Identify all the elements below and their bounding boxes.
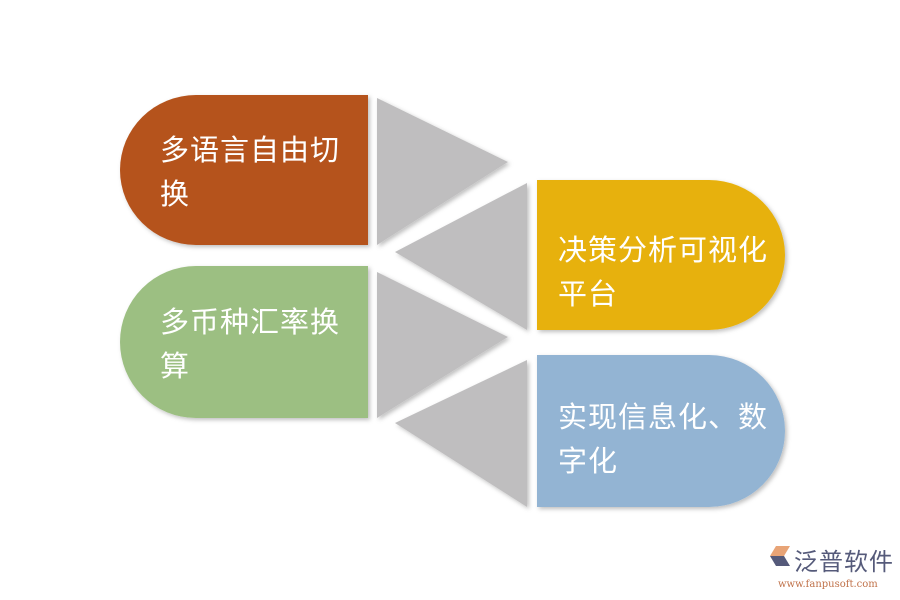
arrow-left-2: [395, 360, 527, 507]
label-multicurrency: 多币种汇率换算: [160, 305, 341, 383]
shape-decision-platform: [537, 180, 785, 330]
logo-icon: [770, 546, 790, 566]
logo-url: www.fanpusoft.com: [778, 579, 878, 590]
arrow-right-1: [377, 98, 508, 245]
logo-name: 泛普软件: [794, 548, 894, 576]
logo: 泛普软件 www.fanpusoft.com: [778, 548, 894, 592]
label-digitalization: 实现信息化、数字化: [558, 400, 769, 478]
shape-multilanguage: [120, 95, 368, 245]
shape-multicurrency: [120, 266, 368, 418]
arrow-right-2: [377, 272, 508, 418]
label-multilanguage: 多语言自由切换: [160, 133, 341, 211]
label-decision-platform: 决策分析可视化平台: [558, 233, 769, 311]
arrow-left-1: [395, 183, 527, 330]
shape-digitalization: [537, 355, 785, 507]
